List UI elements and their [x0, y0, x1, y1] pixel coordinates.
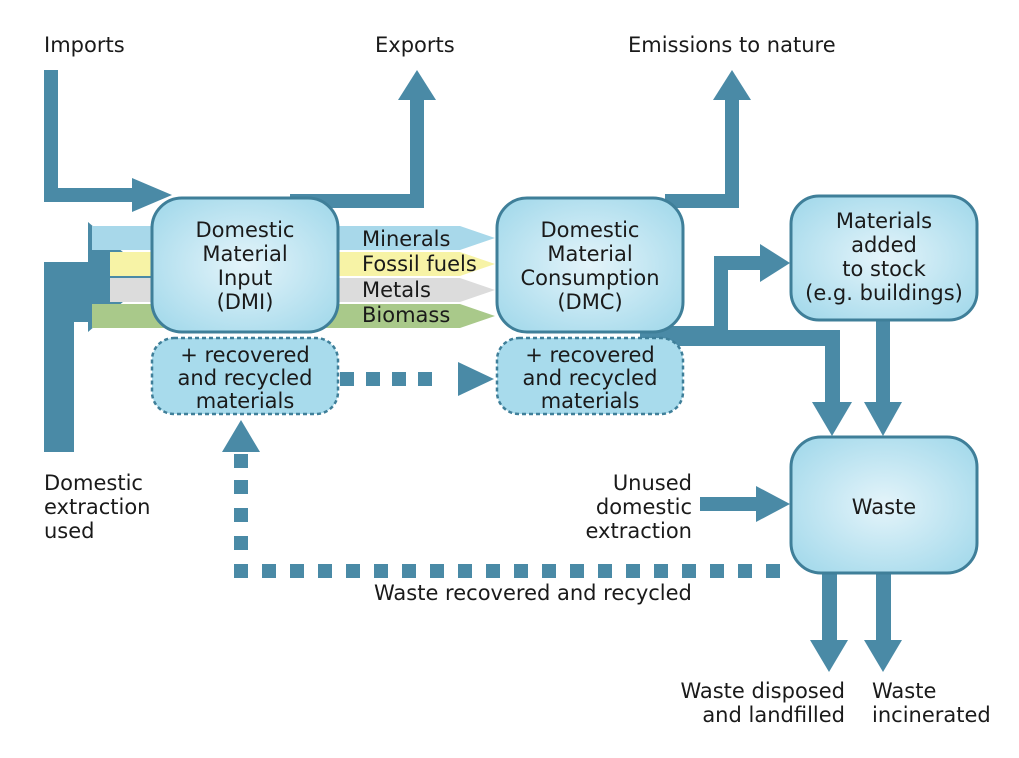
dmi-line-3: Input: [218, 266, 272, 290]
recovered-box-left: + recovered and recycled materials: [150, 336, 340, 416]
unused-extraction-line-1: Unused: [613, 471, 692, 495]
recovered-right-line-1: + recovered: [525, 343, 655, 367]
dmi-line-1: Domestic: [196, 218, 295, 242]
recycling-loop-arrow: [222, 420, 780, 578]
recovered-left-line-2: and recycled: [178, 366, 313, 390]
emissions-label: Emissions to nature: [628, 33, 836, 57]
waste-box: Waste: [789, 435, 979, 575]
stock-box: Materials added to stock (e.g. buildings…: [789, 194, 979, 322]
band-label-biomass: Biomass: [362, 303, 450, 327]
dmi-box: Domestic Material Input (DMI): [150, 196, 340, 334]
exports-label: Exports: [375, 33, 455, 57]
waste-outflow-arrows: [810, 572, 902, 672]
dmc-box: Domestic Material Consumption (DMC): [495, 196, 685, 334]
waste-disposed-line-2: and landfilled: [702, 703, 845, 727]
waste-disposed-line-1: Waste disposed: [680, 679, 845, 703]
domestic-extraction-line-3: used: [44, 519, 95, 543]
waste-incinerated-line-1: Waste: [872, 679, 936, 703]
unused-extraction-line-3: extraction: [586, 519, 693, 543]
recovered-left-line-3: materials: [196, 389, 295, 413]
band-label-fossil-fuels: Fossil fuels: [362, 252, 477, 276]
waste-recovered-label: Waste recovered and recycled: [374, 581, 692, 605]
dmi-line-2: Material: [202, 242, 287, 266]
stock-line-3: to stock: [842, 257, 926, 281]
recovered-right-line-2: and recycled: [523, 366, 658, 390]
unused-extraction-line-2: domestic: [596, 495, 692, 519]
emissions-arrow: [665, 70, 751, 208]
exports-arrow: [290, 70, 436, 208]
stock-line-2: added: [851, 233, 917, 257]
dmc-line-3: Consumption: [520, 266, 659, 290]
recovered-right-line-3: materials: [541, 389, 640, 413]
dmc-outflow-arrows: [640, 244, 902, 436]
imports-label: Imports: [44, 33, 125, 57]
dmc-line-2: Material: [547, 242, 632, 266]
band-label-metals: Metals: [362, 278, 431, 302]
domestic-extraction-line-2: extraction: [44, 495, 151, 519]
waste-incinerated-line-2: incinerated: [872, 703, 991, 727]
imports-arrow: [44, 70, 172, 212]
waste-box-label: Waste: [852, 495, 916, 519]
dmc-line-1: Domestic: [541, 218, 640, 242]
stock-line-4: (e.g. buildings): [805, 281, 963, 305]
recovered-transfer-arrow: [340, 362, 494, 396]
domestic-extraction-line-1: Domestic: [44, 471, 143, 495]
band-label-minerals: Minerals: [362, 227, 450, 251]
dmc-line-4: (DMC): [557, 290, 622, 314]
unused-extraction-arrow: [700, 486, 790, 522]
stock-line-1: Materials: [836, 209, 932, 233]
recovered-left-line-1: + recovered: [180, 343, 310, 367]
recovered-box-right: + recovered and recycled materials: [495, 336, 685, 416]
dmi-line-4: (DMI): [217, 290, 274, 314]
